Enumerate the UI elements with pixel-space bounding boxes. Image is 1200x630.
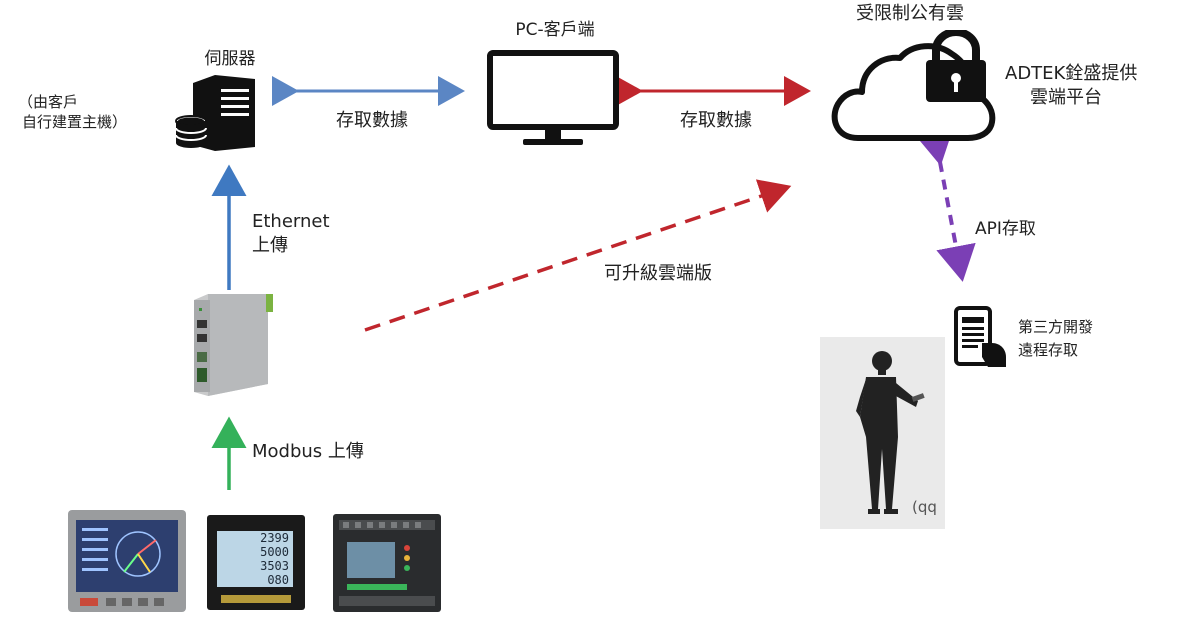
photo-caption: (qq — [912, 498, 937, 516]
cloud-lock-icon — [831, 30, 996, 141]
mobile-touch-icon — [954, 306, 1006, 367]
server-note-line2: 自行建置主機） — [22, 113, 128, 131]
gateway-cloud-dashed-arrow — [364, 179, 792, 332]
gateway-device-image — [194, 294, 273, 396]
server-note-line1: （由客戶 — [18, 93, 79, 111]
meter-2-display: 2399 5000 3503 080 — [217, 531, 293, 587]
upgrade-label: 可升級雲端版 — [604, 263, 712, 284]
meter-2-reading-3: 3503 — [260, 559, 289, 573]
pc-label: PC-客戶端 — [515, 20, 595, 40]
cloud-mobile-dashed-arrow — [914, 126, 976, 282]
meter-2-reading-2: 5000 — [260, 545, 289, 559]
monitor-icon — [487, 50, 619, 145]
ethernet-label-line2: 上傳 — [252, 235, 288, 256]
server-label: 伺服器 — [204, 49, 256, 69]
mobile-label-line2: 遠程存取 — [1018, 341, 1079, 359]
server-icon — [175, 75, 255, 151]
power-meter-1-image — [68, 510, 186, 612]
modbus-label: Modbus 上傳 — [252, 441, 364, 462]
meter-2-reading-1: 2399 — [260, 531, 289, 545]
meter-2-reading-4: 080 — [267, 573, 289, 587]
api-label: API存取 — [975, 219, 1036, 239]
power-meter-3-image — [333, 514, 441, 612]
cloud-provider-line2: 雲端平台 — [1030, 87, 1102, 108]
ethernet-label-line1: Ethernet — [252, 211, 330, 232]
person-silhouette — [856, 351, 925, 514]
meter-2-buttons — [221, 595, 291, 603]
pc-cloud-label: 存取數據 — [680, 110, 752, 131]
power-meter-2: 2399 5000 3503 080 — [207, 515, 305, 610]
mobile-label-line1: 第三方開發 — [1018, 318, 1094, 336]
person-photo: (qq — [820, 337, 945, 529]
cloud-provider-line1: ADTEK銓盛提供 — [1005, 63, 1138, 84]
server-pc-label: 存取數據 — [336, 110, 408, 131]
cloud-label: 受限制公有雲 — [856, 3, 964, 24]
